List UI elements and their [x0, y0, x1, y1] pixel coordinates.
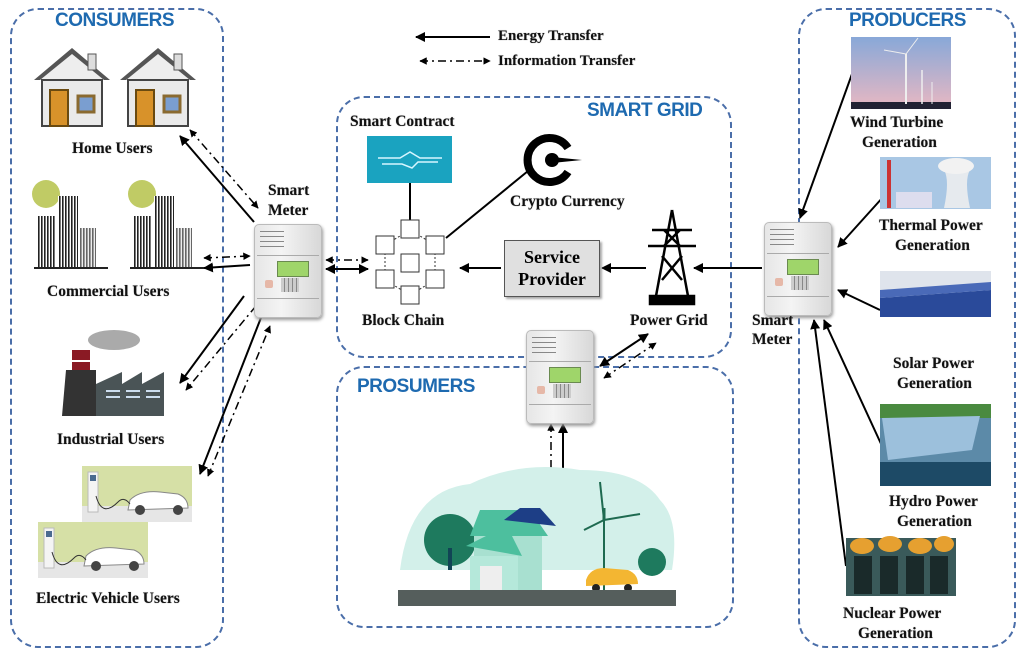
nuclear-plant-icon	[846, 536, 956, 596]
right-meter-label-line2: Meter	[752, 331, 793, 348]
arrow-meter-commercial-info	[203, 252, 251, 262]
home-users-label: Home Users	[72, 140, 153, 157]
smart-grid-title: SMART GRID	[584, 100, 706, 122]
legend-energy-label: Energy Transfer	[498, 28, 604, 44]
office-buildings-icon	[128, 180, 204, 269]
hydro-dam-icon	[880, 404, 991, 486]
right-meter-label-line1: Smart	[752, 312, 794, 329]
crypto-currency-label: Crypto Currency	[510, 193, 625, 210]
service-provider-line1: Service	[524, 247, 580, 267]
wind-turbine-icon	[851, 37, 951, 109]
arrow-solar-meter	[837, 289, 881, 311]
service-provider-line2: Provider	[518, 269, 586, 289]
wind-label-line1: Wind Turbine	[850, 114, 944, 131]
industrial-users-label: Industrial Users	[57, 431, 165, 448]
smart-contract-label: Smart Contract	[350, 113, 455, 130]
arrow-hydro-meter	[823, 319, 883, 447]
thermal-plant-icon	[880, 157, 991, 209]
house-icon	[120, 48, 196, 127]
power-grid-label: Power Grid	[630, 312, 708, 329]
arrow-meter-home-info	[189, 129, 259, 209]
left-meter-label-line2: Meter	[268, 202, 309, 219]
commercial-users-label: Commercial Users	[47, 283, 170, 300]
prosumer-smart-meter-icon	[526, 330, 594, 424]
arrow-meter-industrial-energy	[179, 295, 245, 384]
block-chain-label: Block Chain	[362, 312, 445, 329]
prosumers-title: PROSUMERS	[354, 376, 478, 398]
arrow-thermal-meter	[837, 195, 885, 248]
producers-group	[798, 8, 1016, 648]
house-icon	[34, 48, 110, 127]
ev-charging-icon	[82, 466, 192, 522]
power-tower-icon	[648, 209, 696, 306]
arrow-wind-meter	[798, 73, 853, 219]
producers-title: PRODUCERS	[846, 10, 969, 32]
nuclear-label-line2: Generation	[858, 625, 933, 642]
solar-label-line2: Generation	[897, 375, 972, 392]
solar-panel-icon	[880, 271, 991, 317]
arrow-meter-industrial-info	[185, 305, 257, 391]
hydro-label-line1: Hydro Power	[889, 493, 978, 510]
prosumer-home-icon	[398, 467, 676, 606]
arrow-grid-prosumer-info	[603, 342, 657, 379]
smart-meter-icon	[254, 224, 322, 318]
legend-info-label: Information Transfer	[498, 53, 636, 69]
arrow-meter-home-energy	[179, 135, 255, 223]
ev-users-label: Electric Vehicle Users	[36, 590, 180, 607]
blockchain-icon	[375, 219, 445, 305]
smart-contract-icon	[367, 136, 452, 183]
left-meter-label-line1: Smart	[268, 182, 310, 199]
hydro-label-line2: Generation	[897, 513, 972, 530]
right-smart-meter-icon	[764, 222, 832, 316]
factory-icon	[62, 330, 164, 416]
thermal-label-line1: Thermal Power	[879, 217, 983, 234]
wind-label-line2: Generation	[862, 134, 937, 151]
office-buildings-icon	[32, 180, 108, 269]
solar-label-line1: Solar Power	[893, 355, 975, 372]
crypto-currency-icon	[523, 134, 582, 186]
arrow-grid-prosumer-energy	[599, 333, 649, 367]
arrow-meter-ev-info	[207, 325, 271, 477]
consumers-title: CONSUMERS	[52, 10, 178, 32]
service-provider-box: Service Provider	[504, 240, 600, 297]
arrow-nuclear-meter	[810, 319, 847, 567]
thermal-label-line2: Generation	[895, 237, 970, 254]
arrow-meter-commercial-energy	[203, 262, 251, 273]
ev-charging-icon	[38, 522, 148, 578]
link-crypto-blockchain	[445, 170, 529, 239]
nuclear-label-line1: Nuclear Power	[843, 605, 942, 622]
